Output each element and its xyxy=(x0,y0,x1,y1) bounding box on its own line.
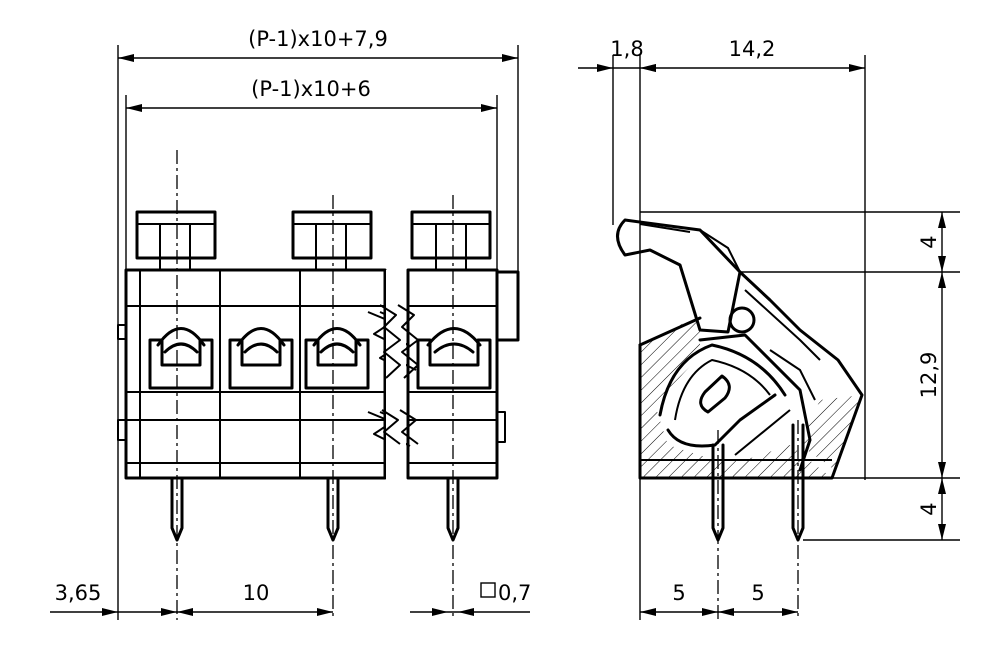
dim-pin-spacing-2-label: 5 xyxy=(751,581,764,605)
dim-depth-label: 14,2 xyxy=(729,37,776,61)
side-view: 1,8 14,2 xyxy=(578,37,960,620)
dim-overall-width-label: (P-1)x10+7,9 xyxy=(248,27,388,51)
front-center-lines xyxy=(176,150,454,620)
dim-body-height: 12,9 xyxy=(917,272,946,478)
dim-pin-spacing-2: 5 xyxy=(718,581,798,616)
dim-edge-offset-label: 3,65 xyxy=(55,581,102,605)
dim-body-height-label: 12,9 xyxy=(917,352,941,399)
dim-pin-length: 4 xyxy=(917,478,946,540)
dim-pin-spacing-1: 5 xyxy=(640,581,718,616)
dim-offset-label: 1,8 xyxy=(610,37,643,61)
break-lines xyxy=(367,270,419,480)
side-pins xyxy=(711,423,805,542)
dim-overall-width: (P-1)x10+7,9 xyxy=(118,27,518,62)
dim-depth: 14,2 xyxy=(640,37,865,72)
dim-pitch: 10 xyxy=(177,581,333,616)
front-view: (P-1)x10+7,9 (P-1)x10+6 xyxy=(50,27,531,620)
dim-pin-spacing-1-label: 5 xyxy=(672,581,685,605)
dim-inner-width-label: (P-1)x10+6 xyxy=(251,77,371,101)
dim-top-lever-label: 4 xyxy=(917,235,941,248)
dim-pin-size: 0,7 xyxy=(410,581,531,616)
dim-pitch-label: 10 xyxy=(243,581,270,605)
square-symbol-icon xyxy=(480,582,496,598)
housing-right xyxy=(406,268,520,480)
push-buttons xyxy=(135,210,492,271)
housing-left xyxy=(117,268,387,480)
dim-inner-width: (P-1)x10+6 xyxy=(126,77,497,112)
dim-top-lever: 4 xyxy=(917,212,946,272)
side-housing xyxy=(616,218,864,480)
wire-openings xyxy=(148,327,492,390)
dim-edge-offset: 3,65 xyxy=(50,581,177,616)
dim-pin-size-label: 0,7 xyxy=(498,581,531,605)
dim-offset: 1,8 xyxy=(578,37,656,72)
front-pins xyxy=(170,476,460,542)
dim-pin-length-label: 4 xyxy=(917,502,941,515)
